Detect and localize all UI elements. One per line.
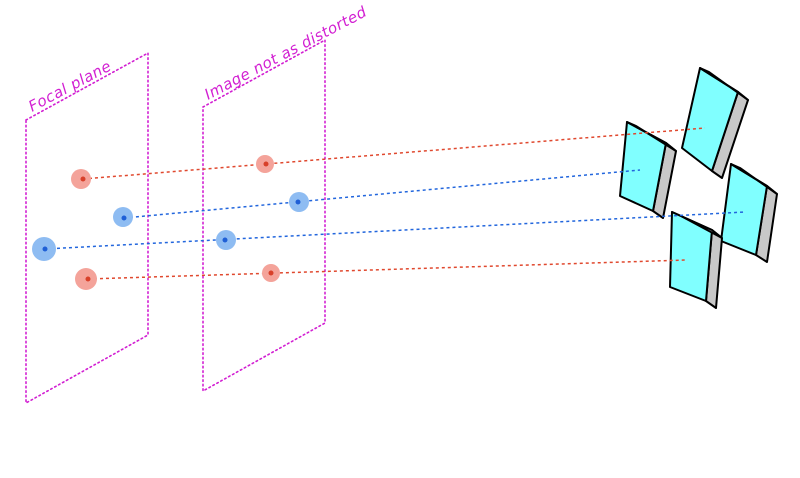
mirror-segment-top-right xyxy=(681,67,749,179)
spot-center xyxy=(42,246,48,252)
ray-line xyxy=(82,127,706,180)
focal-plane-label: Focal plane xyxy=(25,57,114,116)
spot-center xyxy=(263,161,269,167)
ray-line xyxy=(44,211,746,250)
mirror-top-edge xyxy=(730,163,778,195)
image-plane-label: Image not as distorted xyxy=(201,3,369,104)
mirror-face xyxy=(669,211,713,302)
mirror-segment-top-left xyxy=(619,121,677,219)
ray-blue-lower xyxy=(32,211,746,261)
mirror-top-edge xyxy=(671,211,723,239)
spot-center xyxy=(295,199,301,205)
mirror-segment-bottom-left xyxy=(669,211,723,309)
ray-red-lower xyxy=(75,259,687,290)
spot-center xyxy=(268,270,274,276)
ray-line xyxy=(87,259,687,280)
image-plane-outline xyxy=(202,38,326,393)
spot-center xyxy=(222,237,228,243)
mirror-top-edge xyxy=(626,121,677,152)
ray-line xyxy=(123,169,641,219)
mirror-segment-bottom-right xyxy=(720,163,778,263)
mirror-top-edge xyxy=(699,67,749,101)
spot-center xyxy=(80,176,86,182)
spot-center xyxy=(85,276,91,282)
ray-red-upper xyxy=(71,127,706,189)
ray-blue-upper xyxy=(113,169,641,227)
spot-center xyxy=(121,215,127,221)
